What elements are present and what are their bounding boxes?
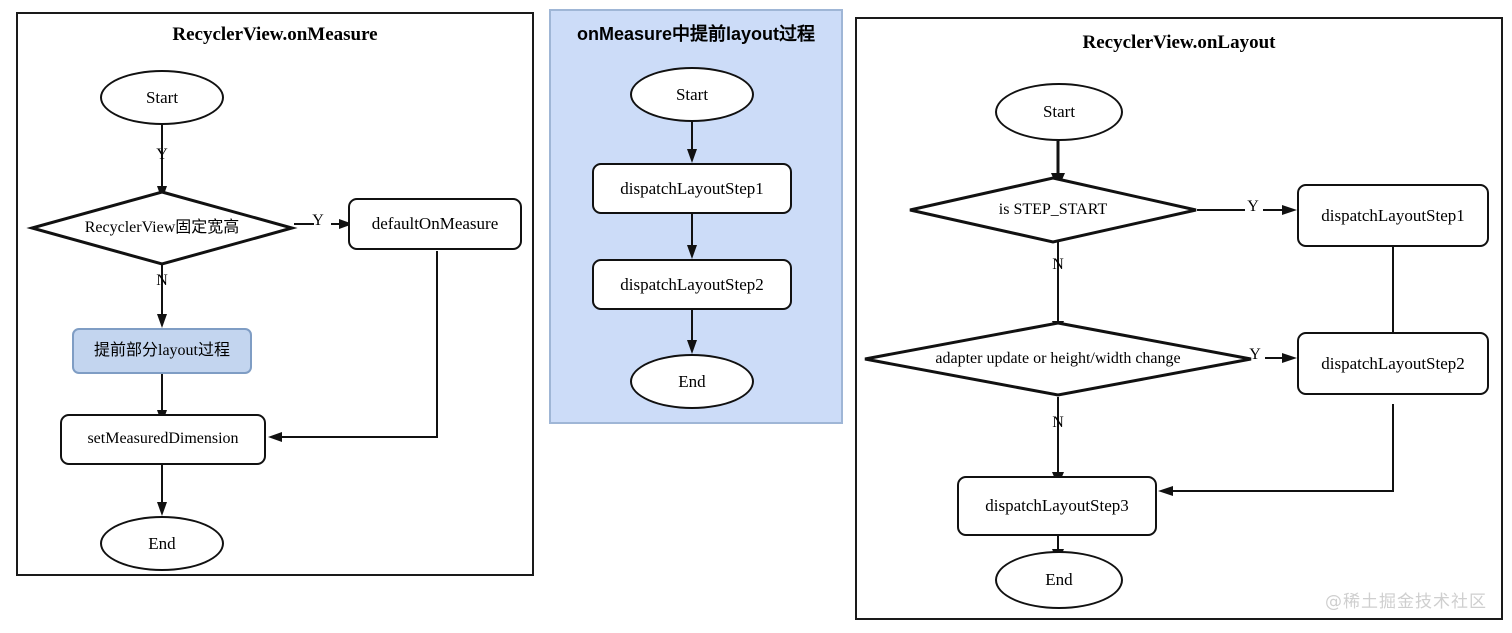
- node-label: 提前部分layout过程: [94, 341, 230, 359]
- node-label: defaultOnMeasure: [371, 214, 499, 234]
- node-decision-step-start: is STEP_START: [908, 176, 1198, 244]
- node-label: setMeasuredDimension: [87, 430, 239, 448]
- diamond-shape: [26, 190, 298, 266]
- node-end-premeasure: End: [630, 354, 754, 409]
- panel-recyclerview-onmeasure: RecyclerView.onMeasure Start RecyclerVie…: [16, 12, 534, 576]
- edge-label-step-start-no: N: [1052, 256, 1064, 273]
- node-label: adapter update or height/width change: [935, 349, 1181, 367]
- edge-label-adapter-no: N: [1052, 414, 1064, 431]
- node-label: Start: [145, 87, 179, 107]
- node-dispatch-layout-step1-onlayout: dispatchLayoutStep1: [1297, 184, 1489, 247]
- node-label: End: [148, 533, 176, 553]
- node-dispatch-layout-step2-onlayout: dispatchLayoutStep2: [1297, 332, 1489, 395]
- edge-label-decision-yes: Y: [312, 212, 324, 229]
- node-label: is STEP_START: [998, 200, 1108, 218]
- node-dispatch-layout-step2-premeasure: dispatchLayoutStep2: [592, 259, 792, 310]
- node-label: End: [678, 371, 706, 391]
- edge-label-start-to-decision: Y: [156, 146, 168, 163]
- edge-label-step-start-yes: Y: [1247, 198, 1259, 215]
- diamond-shape: [864, 321, 1252, 397]
- node-decision-fixed-size: RecyclerView固定宽高: [26, 190, 298, 266]
- connectors-onmeasure: [157, 125, 438, 516]
- node-dispatch-layout-step1-premeasure: dispatchLayoutStep1: [592, 163, 792, 214]
- node-default-on-measure: defaultOnMeasure: [348, 198, 522, 250]
- node-end-onlayout: End: [995, 551, 1123, 609]
- connectors-onlayout: [1051, 141, 1399, 563]
- panel-title-premeasure: onMeasure中提前layout过程: [576, 24, 816, 44]
- node-label: dispatchLayoutStep1: [1321, 205, 1465, 225]
- edge-label-adapter-yes: Y: [1249, 346, 1261, 363]
- node-start-onmeasure: Start: [100, 70, 224, 125]
- panel-premeasure-layout: onMeasure中提前layout过程 Start dispatchLayou…: [549, 9, 843, 424]
- diamond-shape: [909, 176, 1197, 244]
- node-label: Start: [1042, 102, 1076, 122]
- node-label: End: [1045, 570, 1073, 590]
- node-label: dispatchLayoutStep2: [1321, 353, 1465, 373]
- node-label: RecyclerView固定宽高: [84, 218, 240, 236]
- node-label: dispatchLayoutStep2: [620, 274, 764, 294]
- node-label: dispatchLayoutStep1: [620, 178, 764, 198]
- node-partial-layout: 提前部分layout过程: [72, 328, 252, 374]
- node-decision-adapter-update: adapter update or height/width change: [863, 321, 1253, 397]
- node-label: Start: [675, 84, 709, 104]
- panel-recyclerview-onlayout: RecyclerView.onLayout Start: [855, 17, 1503, 620]
- node-end-onmeasure: End: [100, 516, 224, 571]
- panel-title-onmeasure: RecyclerView.onMeasure: [172, 24, 378, 45]
- node-start-premeasure: Start: [630, 67, 754, 122]
- edge-label-decision-no: N: [156, 272, 168, 289]
- node-start-onlayout: Start: [995, 83, 1123, 141]
- node-dispatch-layout-step3-onlayout: dispatchLayoutStep3: [957, 476, 1157, 536]
- node-set-measured-dimension: setMeasuredDimension: [60, 414, 266, 465]
- watermark-text: @稀土掘金技术社区: [1325, 592, 1487, 612]
- panel-title-onlayout: RecyclerView.onLayout: [1082, 32, 1276, 53]
- node-label: dispatchLayoutStep3: [985, 496, 1129, 516]
